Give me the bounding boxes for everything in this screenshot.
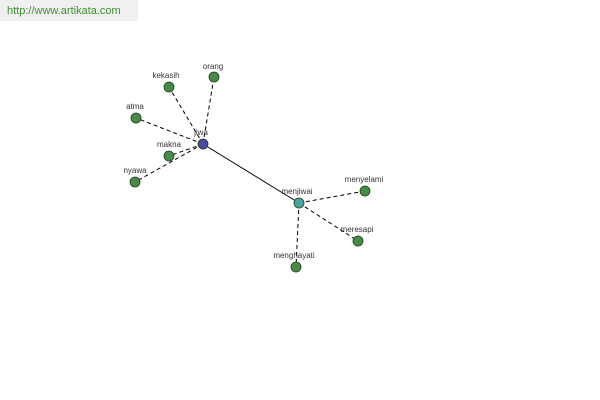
node-jiwa[interactable]: jiwa [193,128,209,150]
node-marker-menghayati[interactable] [290,261,302,273]
node-label-nyawa: nyawa [123,166,147,175]
edge-layer [134,76,366,268]
node-makna[interactable]: makna [157,140,182,162]
node-layer: jiwa menjiwai kekasih orang atma makna nyawa me… [123,62,384,273]
node-marker-menyelami[interactable] [359,185,371,197]
node-label-kekasih: kekasih [152,71,179,80]
node-atma[interactable]: atma [126,102,144,124]
url-link[interactable]: http://www.artikata.com [7,5,121,17]
node-menjiwai[interactable]: menjiwai [281,187,313,209]
node-marker-kekasih[interactable] [163,81,175,93]
edge-menjiwai-meresapi [298,202,359,242]
edge-jiwa-orang [202,76,215,145]
edge-jiwa-nyawa [134,143,204,183]
node-marker-jiwa[interactable] [197,138,209,150]
node-label-menyelami: menyelami [345,175,384,184]
edge-jiwa-atma [135,117,204,145]
node-label-makna: makna [157,140,182,149]
node-menghayati[interactable]: menghayati [273,251,315,273]
node-marker-orang[interactable] [208,71,220,83]
node-meresapi[interactable]: meresapi [341,225,374,247]
node-label-meresapi: meresapi [341,225,374,234]
node-menyelami[interactable]: menyelami [345,175,384,197]
node-marker-atma[interactable] [130,112,142,124]
node-marker-nyawa[interactable] [129,176,141,188]
node-label-jiwa: jiwa [193,128,208,137]
node-label-atma: atma [126,102,144,111]
node-marker-menjiwai[interactable] [293,197,305,209]
url-banner: http://www.artikata.com [0,0,138,21]
node-marker-makna[interactable] [163,150,175,162]
node-kekasih[interactable]: kekasih [152,71,180,93]
edge-menjiwai-menghayati [295,202,300,268]
node-label-menghayati: menghayati [273,251,315,260]
node-marker-meresapi[interactable] [352,235,364,247]
node-label-orang: orang [203,62,223,71]
node-orang[interactable]: orang [203,62,223,83]
edge-jiwa-makna [168,143,204,157]
node-label-menjiwai: menjiwai [281,187,312,196]
edge-jiwa-menjiwai [202,143,300,204]
node-nyawa[interactable]: nyawa [123,166,147,188]
